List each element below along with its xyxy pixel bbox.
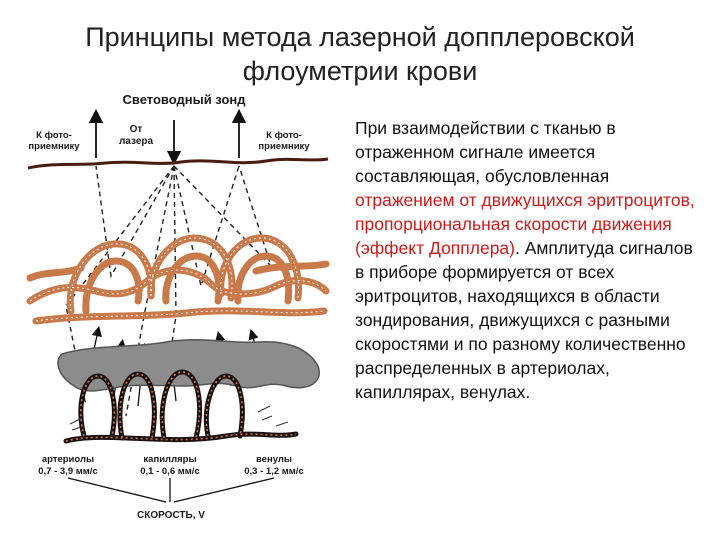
- tissue-layer: [30, 238, 326, 321]
- left-detector-label-2: приемнику: [28, 141, 80, 152]
- left-detector-label-1: К фото-: [36, 130, 72, 141]
- text-part-3: . Амплитуда сигналов в приборе формирует…: [355, 238, 693, 402]
- optical-arrows: [96, 116, 239, 158]
- probe-label: Световодный зонд: [123, 92, 247, 107]
- venules-speed: 0,3 - 1,2 мм/с: [244, 466, 303, 477]
- ldf-diagram: Световодный зонд К фото- приемнику От ла…: [26, 86, 330, 526]
- motion-marks: [70, 406, 288, 430]
- ldf-diagram-svg: Световодный зонд К фото- приемнику От ла…: [26, 86, 330, 526]
- venules-label: венулы: [256, 454, 292, 465]
- arterioles-speed: 0,7 - 3,9 мм/с: [38, 466, 97, 477]
- title-line-1: Принципы метода лазерной допплеровской: [0, 20, 720, 54]
- slide-title: Принципы метода лазерной допплеровской ф…: [0, 20, 720, 88]
- vessel-mass: [58, 340, 319, 391]
- speed-converge-lines: [68, 478, 274, 502]
- laser-label-1: От: [130, 124, 143, 135]
- skin-surface: [28, 159, 328, 168]
- capillaries-label: капилляры: [143, 454, 196, 465]
- explanation-text: При взаимодействии с тканью в отраженном…: [355, 116, 700, 404]
- speed-axis-label: СКОРОСТЬ, V: [137, 510, 205, 521]
- laser-label-2: лазера: [119, 136, 154, 147]
- text-part-1: При взаимодействии с тканью в отраженном…: [355, 118, 616, 186]
- title-line-2: флоуметрии крови: [0, 54, 720, 88]
- right-detector-label-2: приемнику: [258, 141, 310, 152]
- capillaries-speed: 0,1 - 0,6 мм/с: [140, 466, 199, 477]
- arterioles-label: артериолы: [42, 454, 94, 465]
- right-detector-label-1: К фото-: [266, 130, 302, 141]
